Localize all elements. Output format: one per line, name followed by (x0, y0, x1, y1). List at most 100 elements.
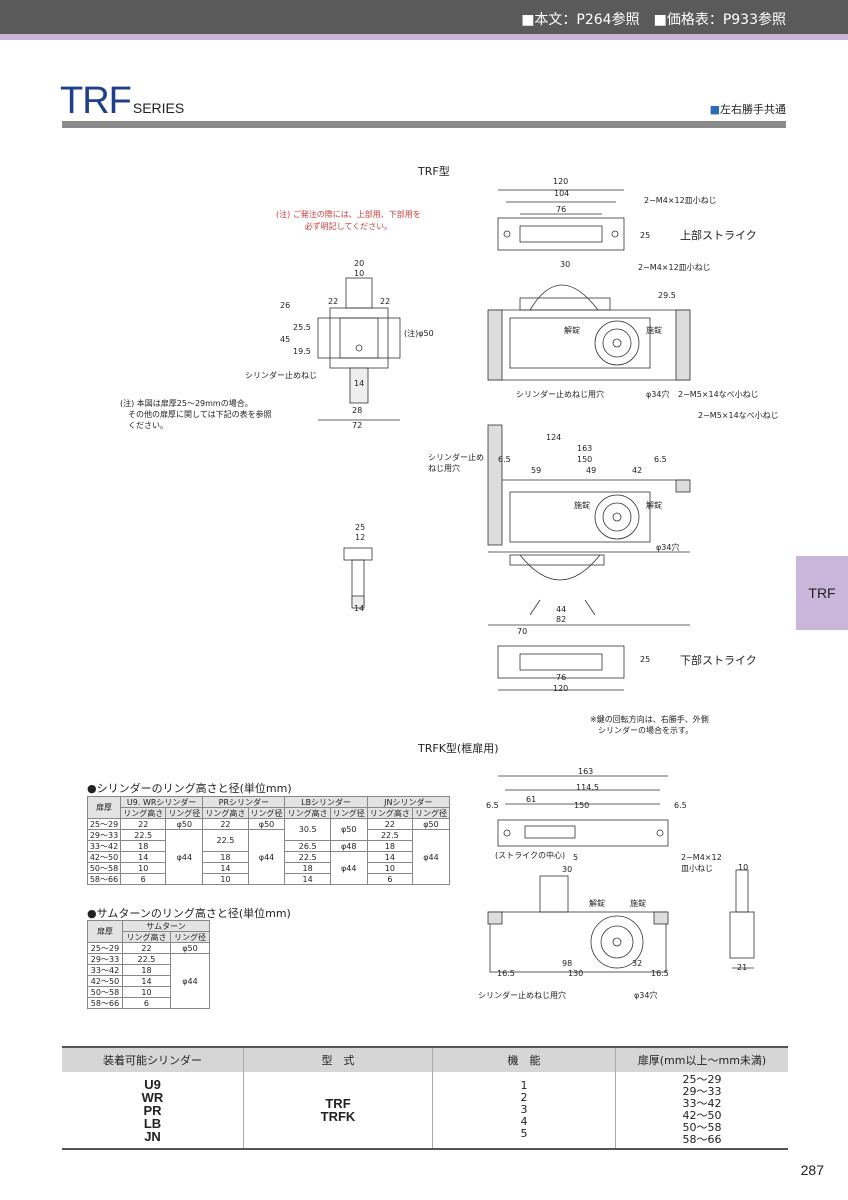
group-lb: LBシリンダー (284, 796, 368, 808)
cell: 33～42 (86, 840, 122, 852)
cell: 42～50 (86, 851, 122, 863)
table-row: 50～58 10 14 18 10 (86, 862, 450, 874)
cell: 10 (121, 986, 171, 998)
dim-6-5-trfk-left: 6.5 (486, 801, 499, 810)
model-trfk: TRFK (320, 1109, 356, 1124)
cyl-stop-screw-label: シリンダー止めねじ (245, 371, 317, 380)
cell: 14 (284, 873, 331, 885)
dim-150-trfk: 150 (574, 801, 590, 810)
dim-6-5-trfk-right: 6.5 (674, 801, 687, 810)
cell: 22 (366, 818, 414, 830)
dim-130: 130 (568, 969, 584, 978)
dim-44: 44 (556, 605, 567, 614)
group-jn: JNシリンダー (366, 796, 451, 808)
dim-82: 82 (556, 615, 567, 624)
sub-dia: リング径 (247, 807, 286, 819)
cell: 22 (120, 818, 167, 830)
dim-120-upper: 120 (553, 177, 569, 186)
spec-cylinders-cell: U9 WR PR LB JN (62, 1072, 244, 1150)
spec-function-cell: 1 2 3 4 5 (432, 1072, 616, 1150)
function-1: 1 (520, 1079, 528, 1092)
dim-12-thumb: 12 (355, 533, 366, 542)
cylinder-jn: JN (144, 1128, 161, 1144)
cell: φ44 (165, 829, 204, 885)
function-4: 4 (520, 1115, 528, 1128)
cell: φ44 (169, 953, 211, 1009)
table-row: 29～33 22.5 φ44 22.5 φ44 22.5 φ44 (86, 829, 450, 885)
spec-thickness-cell: 25～29 29～33 33～42 42～50 50～58 58～66 (615, 1072, 788, 1150)
lock-body-lower (487, 424, 691, 626)
side-index-tab[interactable]: TRF (796, 556, 848, 630)
dim-150-upper: 150 (577, 455, 593, 464)
spec-table: 装着可能シリンダー 型 式 機 能 扉厚(mm以上～mm未満) U9 WR PR… (62, 1046, 788, 1150)
lock-body-upper (487, 284, 691, 381)
thickness-4: 42～50 (682, 1109, 722, 1122)
table-row: 25～29 22 φ50 22 φ50 30.5 φ50 22 φ50 (86, 818, 450, 841)
function-2: 2 (520, 1091, 528, 1104)
dim-26: 26 (280, 301, 291, 310)
dim-16-5-left: 16.5 (497, 969, 515, 978)
rotation-note: ※鍵の回転方向は、右勝手、外側 シリンダーの場合を示す。 (590, 715, 709, 735)
col-thickness: 扉厚 (86, 796, 122, 819)
handing-note: ■左右勝手共通 (710, 101, 786, 117)
dim-21: 21 (737, 963, 748, 972)
dim-49: 49 (586, 466, 597, 475)
dim-14-thumb: 14 (354, 604, 365, 613)
cyl-stop-hole-label-2: シリンダー止めねじ用穴 (428, 453, 484, 473)
cell: φ50 (329, 818, 368, 841)
order-note: (注) ご発注の際には、上部用、下部用を必ず明記してください。 (276, 210, 421, 231)
title-rule (62, 121, 786, 128)
unlock-label-1: 解錠 (564, 326, 580, 335)
dim-98: 98 (562, 959, 573, 968)
cell: 18 (284, 862, 331, 874)
dim-6-5-right: 6.5 (654, 455, 667, 464)
thumb-side-view (343, 547, 373, 609)
trfk-strike-plate (497, 775, 669, 847)
spec-col-function: 機 能 (432, 1046, 616, 1072)
square-bullet-icon: ■ (709, 103, 720, 116)
function-3: 3 (520, 1103, 528, 1116)
cylinder-ring-table: 扉厚 U9. WRシリンダー PRシリンダー LBシリンダー JNシリンダー リ… (86, 796, 451, 885)
dim-120-lower: 120 (553, 684, 569, 693)
cell: 22 (121, 942, 171, 954)
trfk-side-view (729, 869, 755, 969)
thumb-table-title: ●サムターンのリング高さと径(単位mm) (87, 907, 291, 920)
cell: 30.5 (284, 818, 331, 841)
sub-dia: リング径 (165, 807, 204, 819)
function-5: 5 (520, 1127, 528, 1140)
dim-30-trfk: 30 (562, 865, 573, 874)
hole-34-label-2: φ34穴 (656, 543, 680, 552)
cell: 26.5 (284, 840, 331, 852)
dim-163-trfk: 163 (578, 767, 594, 776)
dim-124: 124 (546, 433, 562, 442)
dim-phi50-note: (注)φ50 (404, 329, 434, 338)
dim-6-5-left: 6.5 (498, 455, 511, 464)
cell: 6 (120, 873, 167, 885)
model-trf: TRF (325, 1096, 351, 1111)
dim-163-upper: 163 (577, 444, 593, 453)
thickness-2: 29～33 (682, 1085, 722, 1098)
cylinder-table-title: ●シリンダーのリング高さと径(単位mm) (87, 782, 292, 795)
cylinder-side-view (317, 277, 401, 421)
cell: 14 (202, 862, 249, 874)
dim-76-upper: 76 (556, 205, 567, 214)
cell: φ48 (329, 840, 368, 852)
title-main: TRF (60, 80, 132, 122)
dim-28: 28 (352, 406, 363, 415)
sub-dia: リング径 (169, 931, 211, 943)
cell: 10 (120, 862, 167, 874)
thickness-5: 50～58 (682, 1121, 722, 1134)
dim-61: 61 (526, 795, 537, 804)
screw-m5-label-2: 2−M5×14なべ小ねじ (698, 411, 779, 420)
cell: 22.5 (202, 829, 249, 852)
cell: 6 (366, 873, 414, 885)
dim-25-5: 25.5 (293, 323, 311, 332)
dim-45: 45 (280, 335, 291, 344)
dim-42: 42 (632, 466, 643, 475)
spec-col-cylinders: 装着可能シリンダー (62, 1046, 244, 1072)
cell: 14 (121, 975, 171, 987)
header-accent-line (0, 34, 848, 40)
lock-label-3: 施錠 (630, 899, 646, 908)
